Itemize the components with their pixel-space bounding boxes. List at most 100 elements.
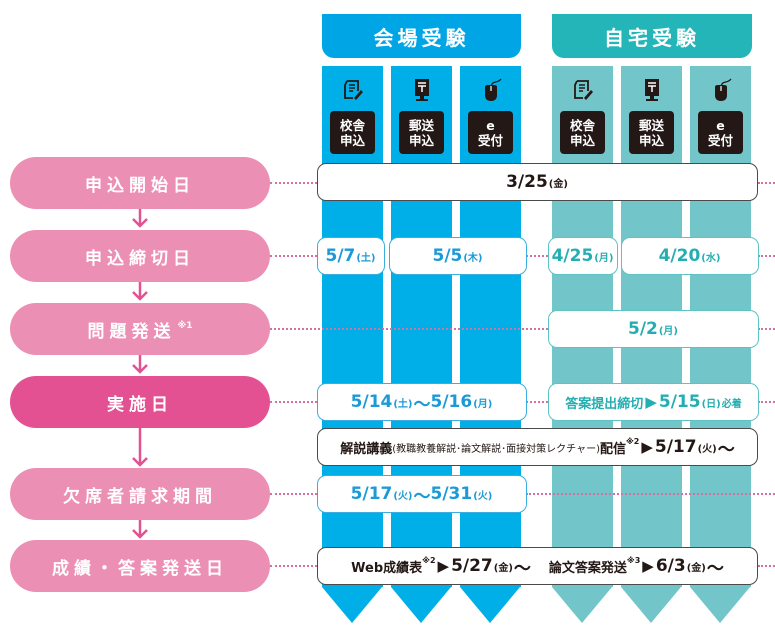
step-label: 成績・答案発送日 bbox=[52, 558, 228, 579]
mouse-icon bbox=[709, 78, 733, 102]
arrow-down-icon bbox=[132, 520, 148, 540]
day-of-week: (金) bbox=[548, 178, 568, 190]
method-label-line1: 郵送 bbox=[408, 117, 434, 133]
method-label-line1: 郵送 bbox=[638, 117, 664, 133]
results-shipping: Web成績表※2▶5/27(金)〜 論文答案発送※3▶6/3(金)〜 bbox=[317, 547, 758, 585]
arrow-down-icon bbox=[132, 355, 148, 375]
method-label-line1: 校舎 bbox=[339, 117, 365, 133]
day-of-week: (火) bbox=[473, 490, 493, 502]
essay-shipping-date: 6/3 bbox=[655, 556, 686, 576]
day-of-week: (木) bbox=[463, 252, 483, 264]
step-label: 欠席者請求期間 bbox=[63, 486, 217, 507]
method-label-line1: 校舎 bbox=[569, 117, 595, 133]
day-of-week: (土) bbox=[356, 252, 376, 264]
connector-line bbox=[270, 565, 317, 567]
triangle-right-icon: ▶ bbox=[645, 393, 657, 411]
step-absentee-request-period: 欠席者請求期間 bbox=[10, 468, 270, 520]
step-label: 実施日 bbox=[107, 394, 173, 415]
deadline-prefix: 答案提出締切 bbox=[565, 396, 644, 412]
date-value: 5/15 bbox=[658, 392, 701, 412]
triangle-right-icon: ▶ bbox=[641, 438, 653, 456]
deadline-suffix: 必着 bbox=[721, 398, 742, 410]
date-end: 5/31 bbox=[430, 484, 473, 504]
date-start: 5/14 bbox=[350, 392, 393, 412]
column-arrow-tip bbox=[552, 587, 612, 623]
method-label-line2: 申込 bbox=[638, 132, 664, 148]
footnote-mark: ※3 bbox=[626, 555, 641, 565]
deadline-venue-mail-web: 5/5(木) bbox=[389, 237, 527, 275]
arrow-down-icon bbox=[132, 282, 148, 302]
problem-shipping-home: 5/2(月) bbox=[548, 310, 759, 348]
step-application-deadline: 申込締切日 bbox=[10, 230, 270, 282]
date-start: 5/17 bbox=[350, 484, 393, 504]
connector-line bbox=[526, 255, 548, 257]
day-of-week: (火) bbox=[697, 443, 717, 455]
application-form-icon bbox=[341, 78, 365, 102]
arrow-down-icon bbox=[132, 428, 148, 468]
arrow-down-icon bbox=[132, 209, 148, 229]
step-results-shipping: 成績・答案発送日 bbox=[10, 540, 270, 592]
step-exam-date: 実施日 bbox=[10, 376, 270, 428]
tilde: 〜 bbox=[706, 558, 724, 579]
step-label: 申込開始日 bbox=[85, 175, 195, 196]
deadline-home-school: 4/25(月) bbox=[548, 237, 618, 275]
method-label-line2: 申込 bbox=[339, 132, 365, 148]
lecture-title-2: 配信 bbox=[599, 441, 626, 457]
absentee-period-venue: 5/17(火)〜5/31(火) bbox=[317, 475, 527, 513]
connector-line bbox=[758, 182, 775, 184]
column-arrow-tip bbox=[322, 587, 382, 623]
essay-shipping-label: 論文答案発送 bbox=[548, 560, 627, 576]
date-value: 5/17 bbox=[654, 437, 697, 457]
deadline-venue-school: 5/7(土) bbox=[317, 237, 385, 275]
footnote-mark: ※2 bbox=[422, 555, 436, 565]
exam-period-venue: 5/14(土)〜5/16(月) bbox=[317, 383, 527, 421]
application-start-date: 3/25(金) bbox=[317, 163, 758, 201]
deadline-home-mail-web: 4/20(水) bbox=[621, 237, 759, 275]
date-end: 5/16 bbox=[430, 392, 473, 412]
connector-line bbox=[270, 328, 548, 330]
lecture-delivery: 解説講義(教職教養解説･論文解説･面接対策レクチャー)配信※2▶5/17(火)〜 bbox=[317, 428, 758, 466]
day-of-week: (日) bbox=[701, 398, 721, 410]
lecture-detail: (教職教養解説･論文解説･面接対策レクチャー) bbox=[392, 443, 600, 455]
column-arrow-tip bbox=[391, 587, 451, 623]
method-label: 校舎申込 bbox=[560, 111, 605, 154]
connector-line bbox=[270, 255, 317, 257]
step-problem-shipping: 問題発送※1 bbox=[10, 303, 270, 355]
column-arrow-tip bbox=[690, 587, 750, 623]
day-of-week: (月) bbox=[594, 252, 614, 264]
application-form-icon bbox=[571, 78, 595, 102]
day-of-week: (水) bbox=[701, 252, 721, 264]
date-value: 3/25 bbox=[506, 172, 548, 192]
footnote-mark: ※2 bbox=[626, 436, 640, 446]
date-value: 5/7 bbox=[325, 246, 356, 266]
day-of-week: (土) bbox=[393, 398, 413, 410]
lecture-title: 解説講義 bbox=[340, 441, 393, 457]
connector-line bbox=[758, 565, 775, 567]
date-value: 5/2 bbox=[627, 319, 658, 339]
triangle-right-icon: ▶ bbox=[437, 557, 450, 575]
range-separator: 〜 bbox=[413, 394, 431, 415]
method-label-line2: 申込 bbox=[569, 132, 595, 148]
mouse-icon bbox=[479, 78, 503, 102]
method-label-line1: e bbox=[716, 117, 725, 133]
column-arrow-tip bbox=[621, 587, 681, 623]
web-results-label: Web成績表 bbox=[351, 560, 423, 576]
day-of-week: (金) bbox=[686, 562, 706, 574]
day-of-week: (火) bbox=[393, 490, 413, 502]
connector-line bbox=[526, 401, 548, 403]
home-exam-header: 自宅受験 bbox=[552, 14, 752, 58]
web-results-date: 5/27 bbox=[451, 556, 493, 576]
column-arrow-tip bbox=[460, 587, 520, 623]
method-label-line2: 受付 bbox=[707, 132, 733, 148]
connector-line bbox=[758, 328, 775, 330]
tilde: 〜 bbox=[513, 558, 531, 579]
postbox-icon bbox=[640, 78, 664, 102]
step-application-start: 申込開始日 bbox=[10, 157, 270, 209]
postbox-icon bbox=[410, 78, 434, 102]
footnote-mark: ※1 bbox=[177, 321, 193, 331]
connector-line bbox=[270, 182, 317, 184]
method-label-line1: e bbox=[486, 117, 495, 133]
date-value: 4/25 bbox=[551, 246, 594, 266]
